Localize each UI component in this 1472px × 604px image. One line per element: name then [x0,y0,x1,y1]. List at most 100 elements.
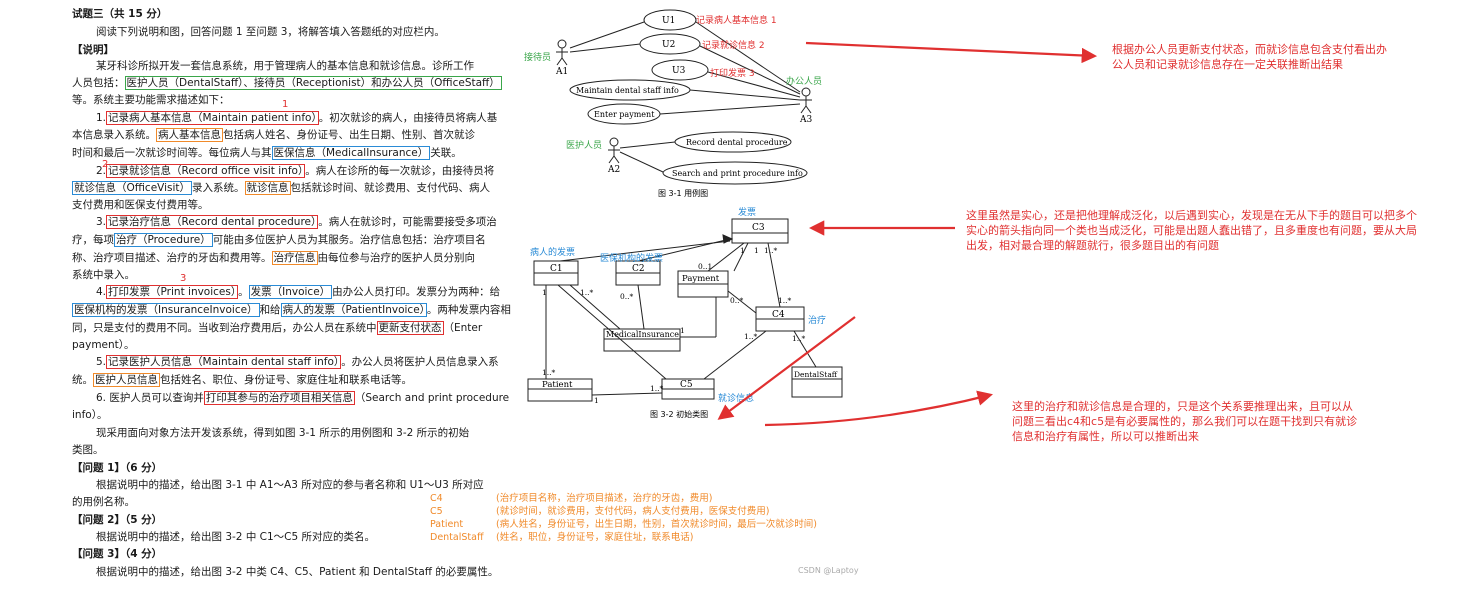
uc-search-print: Search and print procedure info [672,169,803,178]
final-para-line1: 现采用面向对象方法开发该系统，得到如图 3-1 所示的用例图和 3-2 所示的初… [96,427,470,439]
item5-line2: 统。医护人员信息包括姓名、职位、身份证号、家庭住址和联系电话等。 [72,373,412,387]
actor-a2: A2 [607,165,620,175]
red-number-2: 2 [102,159,109,170]
item2-box: 记录就诊信息（Record office visit info） [106,164,306,178]
note-2: 这里虽然是实心，还是把他理解成泛化，以后遇到实心，发现是在无从下手的题目可以把多… [966,209,1417,252]
red-number-1: 1 [282,99,289,110]
a1-note: 接待员 [524,51,551,63]
answer-row-c5: C5 (就诊时间，就诊费用，支付代码，病人支付费用，医保支付费用) [430,506,770,517]
insurance-invoice-box: 医保机构的发票（InsuranceInvoice） [72,303,260,317]
medical-insurance-box: 医保信息（MedicalInsurance） [271,146,431,160]
item1-box: 记录病人基本信息（Maintain patient info） [106,111,319,125]
mult-c3-c: 1..* [764,246,778,255]
answer-row-dentalstaff: DentalStaff (姓名，职位，身份证号，家庭住址，联系电话) [430,532,694,543]
item1-line1: 1.记录病人基本信息（Maintain patient info）。初次就诊的病… [96,111,498,125]
update-payment-box: 更新支付状态 [376,321,444,335]
c5-note: 就诊信息 [718,392,754,404]
item2-line3: 支付费用和医保支付费用等。 [72,199,209,211]
answer-list: C4 (治疗项目名称，治疗项目描述，治疗的牙齿，费用) C5 (就诊时间，就诊费… [430,492,870,544]
mult-c4-b: 1..* [744,332,758,341]
class-c4: C4 [772,310,785,320]
uc-u1: U1 [662,16,675,26]
mult-payment-b: 0..* [730,296,744,305]
item6-box: 打印其参与的治疗项目相关信息 [203,391,355,405]
treatment-info-box: 治疗信息 [271,251,318,265]
q1-line2: 的用例名称。 [72,496,135,508]
visit-info-box: 就诊信息 [244,181,291,195]
mult-c3-a: 1 [740,246,745,255]
class-payment: Payment [682,274,720,284]
item3-line1: 3.记录治疗信息（Record dental procedure）。病人在就诊时… [96,215,497,229]
section-label: 【说明】 [72,44,114,56]
q3-line1: 根据说明中的描述，给出图 3-2 中类 C4、C5、Patient 和 Dent… [96,566,499,578]
c4-note: 治疗 [808,314,826,326]
uc-enter-payment: Enter payment [594,110,655,119]
mult-c2-a: 0..* [620,292,634,301]
mult-c1-b: 1..* [580,288,594,297]
u1-note: 记录病人基本信息 1 [696,14,777,26]
actor-a1: A1 [555,67,568,77]
c1-note: 病人的发票 [530,246,575,258]
staff-roles-box: 医护人员（DentalStaff）、接待员（Receptionist）和办公人员… [124,76,502,90]
procedure-box: 治疗（Procedure） [114,233,213,247]
item4-line1: 4.打印发票（Print invoices）。发票（Invoice）由办公人员打… [96,285,501,299]
classdiag-caption: 图 3-2 初始类图 [650,409,708,419]
para1-line1: 某牙科诊所拟开发一套信息系统，用于管理病人的基本信息和就诊信息。诊所工作 [96,60,474,72]
para1-line2: 人员包括：医护人员（DentalStaff）、接待员（Receptionist）… [72,76,502,90]
item3-box: 记录治疗信息（Record dental procedure） [106,215,319,229]
class-medical-insurance: MedicalInsurance [606,330,679,339]
q2-label: 【问题 2】（5 分） [72,514,163,526]
answer-row-patient: Patient (病人姓名，身份证号，出生日期，性别，首次就诊时间，最后一次就诊… [430,519,817,530]
item4-line4: payment）。 [72,339,135,351]
uc-u3: U3 [672,66,686,76]
a3-note: 办公人员 [786,75,822,87]
patient-info-box: 病人基本信息 [156,128,223,142]
uc-record-procedure: Record dental procedure [686,138,788,147]
item1-line2: 本信息录入系统。病人基本信息包括病人姓名、身份证号、出生日期、性别、首次就诊 [72,128,475,142]
class-c5: C5 [680,380,693,390]
q1-line1: 根据说明中的描述，给出图 3-1 中 A1～A3 所对应的参与者名称和 U1～U… [96,479,484,491]
item3-line4: 系统中录入。 [72,269,135,281]
a2-note: 医护人员 [566,139,602,151]
item6-line2: info）。 [72,409,108,421]
item4-line2: 医保机构的发票（InsuranceInvoice）和给病人的发票（Patient… [72,303,511,317]
item6-line1: 6. 医护人员可以查询并打印其参与的治疗项目相关信息（Search and pr… [96,391,510,405]
item3-line2: 疗，每项治疗（Procedure）可能由多位医护人员为其服务。治疗信息包括：治疗… [72,233,486,247]
question-title: 试题三（共 15 分） [72,8,168,20]
u2-note: 记录就诊信息 2 [702,39,765,51]
class-c1: C1 [550,264,563,274]
class-diagram: C3 C1 C2 Payment C4 MedicalInsurance Pat… [527,206,843,419]
mult-c4-a: 1..* [778,296,792,305]
item4-box: 打印发票（Print invoices） [106,285,239,299]
item4-line3: 同，只是支付的费用不同。当收到治疗费用后，办公人员在系统中更新支付状态（Ente… [72,321,483,335]
uc-u2: U2 [662,40,675,50]
u3-note: 打印发票 3 [710,67,755,79]
mult-c3-b: 1 [754,246,759,255]
item5-box: 记录医护人员信息（Maintain dental staff info） [106,355,342,369]
mult-c1-a: 1 [542,288,547,297]
actor-a3: A3 [799,115,812,125]
mult-patient-b: 1 [594,396,599,405]
c2-note: 医保机构的发票 [600,252,663,264]
mult-payment-a: 0..1 [698,262,712,271]
item1-line3: 时间和最后一次就诊时间等。每位病人与其医保信息（MedicalInsurance… [72,146,462,160]
note-3: 这里的治疗和就诊信息是合理的，只是这个关系要推理出来，且可以从问题三看出c4和c… [1012,400,1358,443]
red-number-3: 3 [180,273,187,284]
intro-text: 阅读下列说明和图，回答问题 1 至问题 3，将解答填入答题纸的对应栏内。 [96,26,445,38]
final-para-line2: 类图。 [72,444,104,456]
item5-line1: 5.记录医护人员信息（Maintain dental staff info）。办… [96,355,499,369]
mult-medical-a: 1 [680,326,685,335]
office-visit-box: 就诊信息（OfficeVisit） [72,181,193,195]
note-1: 根据办公人员更新支付状态，而就诊信息包含支付看出办公人员和记录就诊信息存在一定关… [1112,43,1387,71]
item3-line3: 称、治疗项目描述、治疗的牙齿和费用等。治疗信息由每位参与治疗的医护人员分别向 [72,251,475,265]
answer-row-c4: C4 (治疗项目名称，治疗项目描述，治疗的牙齿，费用) [430,493,713,504]
class-patient: Patient [542,380,573,390]
uc-maintain-staff: Maintain dental staff info [576,86,679,95]
class-c2: C2 [632,264,645,274]
mult-patient-a: 1..* [542,368,556,377]
staff-info-box: 医护人员信息 [93,373,160,387]
q3-label: 【问题 3】（4 分） [72,548,163,560]
para1-line3: 等。系统主要功能需求描述如下： [72,94,230,106]
use-case-diagram: U1 U2 U3 Maintain dental staff info Ente… [524,9,822,198]
patient-invoice-box: 病人的发票（PatientInvoice） [280,303,427,317]
